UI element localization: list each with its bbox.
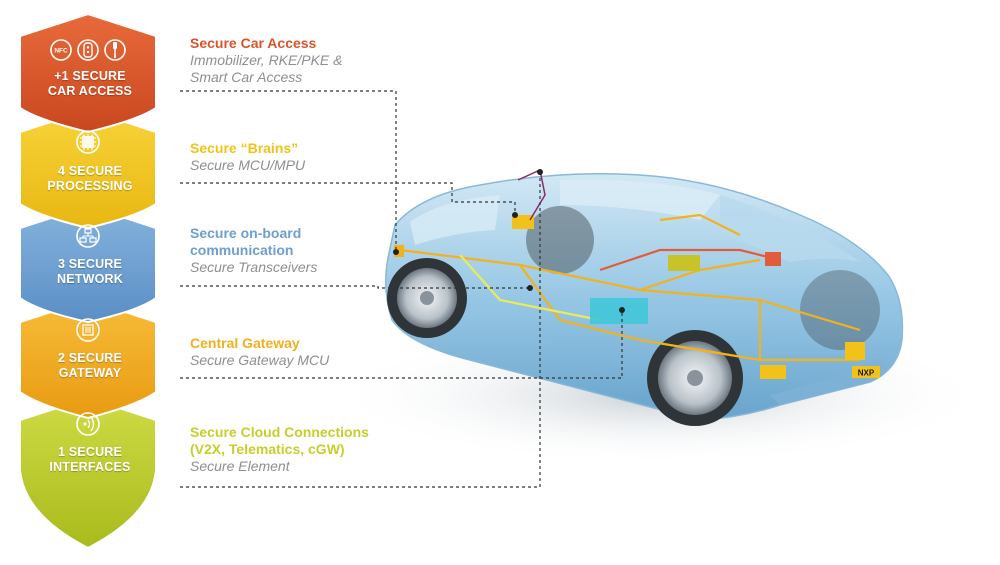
desc-title-2: communication: [190, 242, 294, 258]
car-illustration: NXP: [330, 168, 990, 465]
shield-secure-interfaces: [19, 396, 157, 550]
leader-endpoints: [393, 169, 625, 313]
desc-subtitle: Secure Transceivers: [190, 259, 318, 275]
desc-secure-cloud-connections: Secure Cloud Connections (V2X, Telematic…: [190, 424, 390, 475]
nxp-badge: NXP: [852, 366, 880, 378]
layer-label-processing: 4 SECURE PROCESSING: [28, 164, 152, 194]
leader-lines: [180, 90, 623, 488]
key-fob-icon: [77, 39, 99, 61]
desc-central-gateway: Central Gateway Secure Gateway MCU: [190, 335, 390, 369]
layer-label-line2: CAR ACCESS: [47, 84, 133, 98]
layer-label-line1: 2 SECURE: [57, 351, 123, 365]
svg-text:NXP: NXP: [858, 369, 875, 378]
ecu-module: [668, 255, 700, 271]
desc-title: Secure Car Access: [190, 35, 317, 51]
layer-label-line1: 1 SECURE: [57, 445, 123, 459]
desc-title-2: (V2X, Telematics, cGW): [190, 441, 345, 457]
desc-secure-onboard-communication: Secure on-board communication Secure Tra…: [190, 225, 390, 276]
layer-label-line1: +1 SECURE: [54, 69, 126, 83]
secure-gateway-module: [590, 298, 648, 324]
desc-subtitle: Secure MCU/MPU: [190, 157, 306, 173]
desc-secure-car-access: Secure Car Access Immobilizer, RKE/PKE &…: [190, 35, 390, 86]
network-icon: [76, 224, 100, 248]
layer-label-interfaces: 1 SECURE INTERFACES: [28, 445, 152, 475]
shield-secure-gateway: [19, 298, 157, 420]
gateway-icon: [76, 318, 100, 342]
rear-wheel: [387, 258, 467, 338]
headlight-module: [760, 365, 786, 379]
wireless-icon: [76, 412, 100, 436]
leader-car-access: [180, 90, 397, 252]
red-module: [765, 252, 781, 266]
antenna: [517, 168, 546, 221]
shield-secure-processing: [19, 108, 157, 230]
layer-label-gateway: 2 SECURE GATEWAY: [28, 351, 152, 381]
layer-label-line1: 3 SECURE: [57, 257, 123, 271]
nfc-icon: NFC: [50, 39, 72, 61]
leader-cloud: [180, 172, 541, 488]
layer-label-line2: PROCESSING: [47, 179, 133, 193]
leader-brains: [180, 182, 516, 215]
desc-title: Secure on-board: [190, 225, 302, 241]
rear-light-module: [394, 245, 404, 257]
layer-label-line1: 4 SECURE: [57, 164, 123, 178]
desc-title: Secure Cloud Connections: [190, 424, 369, 440]
car-windshield: [560, 179, 720, 220]
desc-subtitle-2: Smart Car Access: [190, 69, 303, 85]
layer-label-network: 3 SECURE NETWORK: [28, 257, 152, 287]
front-sensor-module: [845, 342, 865, 360]
layer-label-line2: NETWORK: [57, 272, 123, 286]
layer-label-car-access: +1 SECURE CAR ACCESS: [28, 69, 152, 99]
layer-label-line2: INTERFACES: [49, 460, 131, 474]
leader-gateway: [180, 310, 623, 379]
leader-onboard: [180, 285, 530, 289]
layer-label-line2: GATEWAY: [58, 366, 122, 380]
desc-subtitle: Secure Gateway MCU: [190, 352, 330, 368]
shield-secure-network: [19, 204, 157, 324]
desc-title: Secure “Brains”: [190, 140, 299, 156]
desc-subtitle: Immobilizer, RKE/PKE &: [190, 52, 343, 68]
car-side-window: [410, 195, 500, 245]
svg-text:NFC: NFC: [54, 48, 68, 55]
processing-module: [512, 215, 534, 229]
desc-title: Central Gateway: [190, 335, 300, 351]
chip-icon: [76, 130, 100, 154]
desc-subtitle: Secure Element: [190, 458, 290, 474]
key-icon: [104, 39, 126, 61]
desc-secure-brains: Secure “Brains” Secure MCU/MPU: [190, 140, 390, 174]
